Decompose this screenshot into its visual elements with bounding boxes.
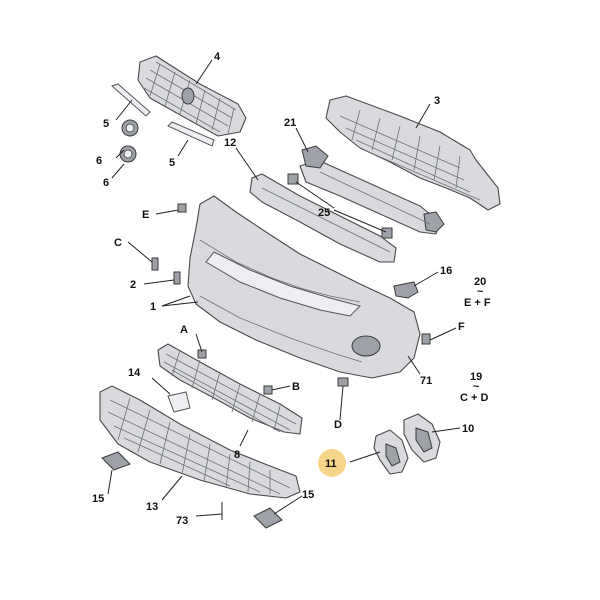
grille-trim-strip-lower[interactable] [167, 121, 215, 147]
group-20-number: 20 [474, 276, 486, 288]
callout-F: F [458, 321, 465, 333]
callout-16: 16 [440, 265, 452, 277]
callout-14: 14 [128, 367, 141, 379]
clip-c[interactable] [151, 257, 159, 271]
fog-lamp-bezel-left[interactable] [373, 429, 409, 475]
lower-grille[interactable] [157, 343, 303, 435]
clip-f[interactable] [421, 333, 431, 345]
callout-25: 25 [318, 207, 330, 219]
beam-bracket-right[interactable] [381, 227, 393, 239]
group-20: 20 ~ E + F [464, 276, 491, 309]
group-19-members: C + D [460, 392, 488, 404]
callout-73: 73 [176, 515, 188, 527]
radiator-grille[interactable] [137, 55, 247, 137]
callout-11-highlight [318, 449, 346, 477]
impact-absorber[interactable] [249, 173, 397, 263]
clip-b[interactable] [263, 385, 273, 395]
callout-1: 1 [150, 301, 156, 313]
grille-trim-strip-upper[interactable] [111, 83, 151, 117]
group-20-tilde: ~ [477, 286, 484, 298]
callout-4: 4 [214, 51, 221, 63]
bumper-reinforcement-beam[interactable] [299, 145, 445, 235]
callout-B: B [292, 381, 300, 393]
callout-6-lower: 6 [103, 177, 109, 189]
group-19: 19 ~ C + D [460, 371, 488, 404]
beam-bracket-left[interactable] [287, 173, 299, 185]
upper-deflector-panel[interactable] [325, 95, 501, 211]
group-20-members: E + F [464, 297, 491, 309]
group-19-number: 19 [470, 371, 482, 383]
plate-14[interactable] [167, 391, 191, 413]
callout-71: 71 [420, 375, 432, 387]
callout-3: 3 [434, 95, 440, 107]
callout-2: 2 [130, 279, 136, 291]
deflector-15-left[interactable] [101, 451, 131, 471]
callout-6-upper: 6 [96, 155, 102, 167]
callout-A: A [180, 324, 188, 336]
bumper-cover[interactable] [187, 195, 421, 379]
clip-a[interactable] [197, 349, 207, 359]
lower-skid-panel[interactable] [99, 385, 301, 499]
leader-lines [107, 59, 461, 520]
callout-5-lower: 5 [169, 157, 175, 169]
callout-21: 21 [284, 117, 296, 129]
emblem-upper[interactable] [121, 119, 139, 137]
callout-13: 13 [146, 501, 158, 513]
callout-12: 12 [224, 137, 236, 149]
bracket-16[interactable] [393, 281, 419, 299]
fog-lamp-bezel-right[interactable] [403, 413, 441, 463]
callout-C: C [114, 237, 122, 249]
callout-10: 10 [462, 423, 474, 435]
callout-D: D [334, 419, 342, 431]
callout-15-left: 15 [92, 493, 104, 505]
callout-E: E [142, 209, 149, 221]
group-19-tilde: ~ [473, 381, 480, 393]
callout-15-right: 15 [302, 489, 314, 501]
emblem-lower[interactable] [119, 145, 137, 163]
callout-5-upper: 5 [103, 118, 109, 130]
clip-2[interactable] [173, 271, 181, 285]
callout-11: 11 [325, 458, 337, 470]
callout-8: 8 [234, 449, 240, 461]
clip-e[interactable] [177, 203, 187, 213]
clip-d[interactable] [337, 377, 349, 387]
